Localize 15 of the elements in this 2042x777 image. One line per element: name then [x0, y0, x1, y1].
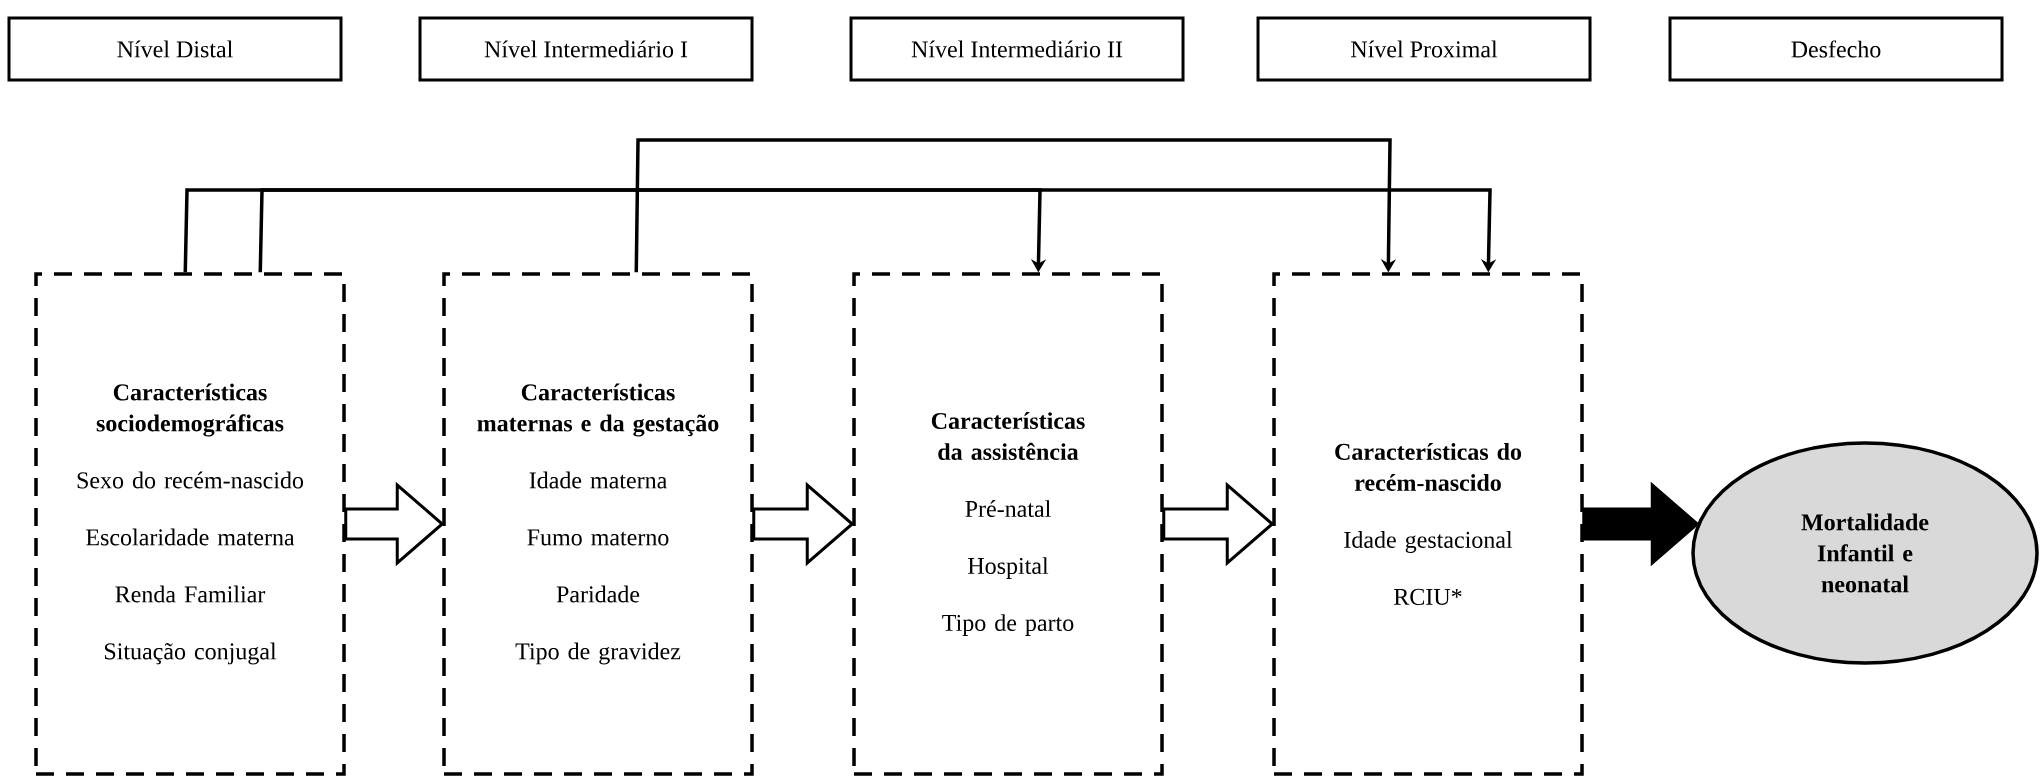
- header-box: Nível Intermediário I: [418, 16, 754, 82]
- arrow: [634, 138, 1397, 273]
- header-box: Desfecho: [1668, 16, 2004, 82]
- dashed-box: Características maternas e da gestação Idade materna Fumo materno Paridade Tipo de gravidez: [442, 272, 754, 776]
- header-box: Nível Proximal: [1256, 16, 1592, 82]
- header-box: Nível Distal: [7, 16, 343, 82]
- block-arrow: [1582, 481, 1700, 567]
- header-box: Nível Intermediário II: [849, 16, 1185, 82]
- block-arrow: [752, 481, 855, 567]
- block-arrow: [344, 481, 445, 567]
- block-arrow: [1162, 481, 1275, 567]
- dashed-box: Características do recém-nascido Idade gestacional RCIU*: [1272, 272, 1584, 776]
- arrow: [183, 188, 1497, 273]
- dashed-box: Características da assistência Pré-natal Hospital Tipo de parto: [852, 272, 1164, 776]
- dashed-box: Características sociodemográficas Sexo do recém-nascido Escolaridade materna Renda Familiar Situação conjugal: [34, 272, 346, 776]
